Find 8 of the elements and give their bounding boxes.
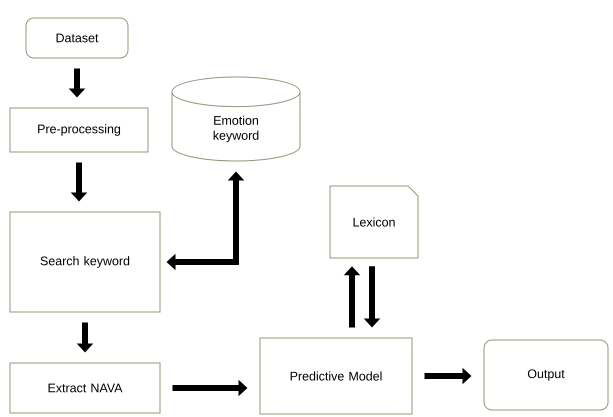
process-box: Dataset — [26, 18, 128, 58]
database-cylinder: Emotion keyword — [172, 76, 300, 162]
process-box: Extract NAVA — [10, 362, 160, 414]
process-box: Pre-processing — [10, 108, 148, 152]
terminal-box: Output — [484, 340, 608, 410]
process-box: Predictive Model — [260, 338, 412, 414]
process-box: Search keyword — [10, 212, 160, 312]
document-box: Lexicon — [330, 186, 418, 258]
